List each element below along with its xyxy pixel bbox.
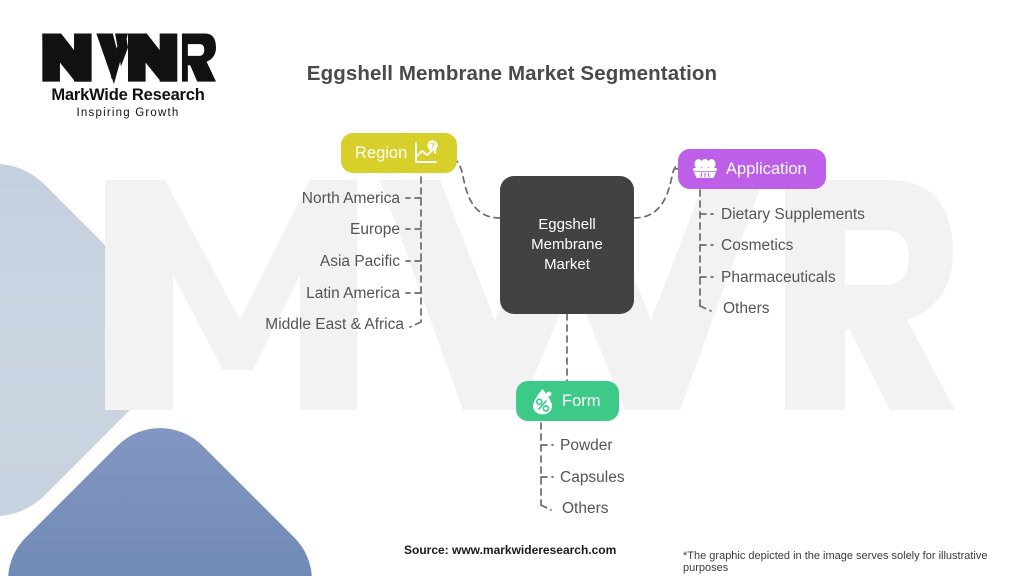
chart-question-icon: ?	[413, 140, 439, 166]
droplet-percent-icon	[530, 388, 555, 415]
center-node[interactable]: Eggshell Membrane Market	[500, 176, 634, 314]
egg-carton-icon	[692, 158, 718, 180]
leaf-item[interactable]: Pharmaceuticals	[721, 269, 836, 286]
leaf-item[interactable]: Latin America	[306, 285, 400, 302]
logo-mark-icon	[42, 33, 216, 84]
branch-label-region: Region	[355, 143, 408, 162]
source-text[interactable]: Source: www.markwideresearch.com	[404, 543, 617, 557]
branch-label-application: Application	[726, 159, 807, 178]
brand-name: MarkWide Research	[51, 86, 205, 104]
page-title: Eggshell Membrane Market Segmentation	[306, 62, 718, 85]
brand-tagline: Inspiring Growth	[76, 107, 180, 119]
disclaimer-text: *The graphic depicted in the image serve…	[683, 550, 988, 574]
brand-logo: MarkWide Research Inspiring Growth	[28, 30, 228, 125]
branch-node-region[interactable]: Region ?	[341, 133, 457, 173]
leaf-item[interactable]: Others	[562, 500, 609, 517]
leaf-item[interactable]: Dietary Supplements	[721, 206, 865, 223]
branch-node-form[interactable]: Form	[516, 381, 619, 421]
branch-node-application[interactable]: Application	[678, 149, 826, 189]
leaf-item[interactable]: Powder	[560, 437, 613, 454]
leaf-item[interactable]: Capsules	[560, 469, 625, 486]
leaf-item[interactable]: Others	[723, 300, 770, 317]
leaf-item[interactable]: Asia Pacific	[319, 253, 400, 270]
leaf-item[interactable]: Cosmetics	[721, 237, 794, 254]
leaf-item[interactable]: Europe	[350, 221, 400, 238]
center-node-label: Eggshell Membrane Market	[531, 216, 603, 273]
leaf-item[interactable]: North America	[301, 190, 400, 207]
svg-text:?: ?	[430, 142, 435, 151]
branch-label-form: Form	[562, 391, 601, 410]
leaf-item[interactable]: Middle East & Africa	[265, 316, 404, 333]
